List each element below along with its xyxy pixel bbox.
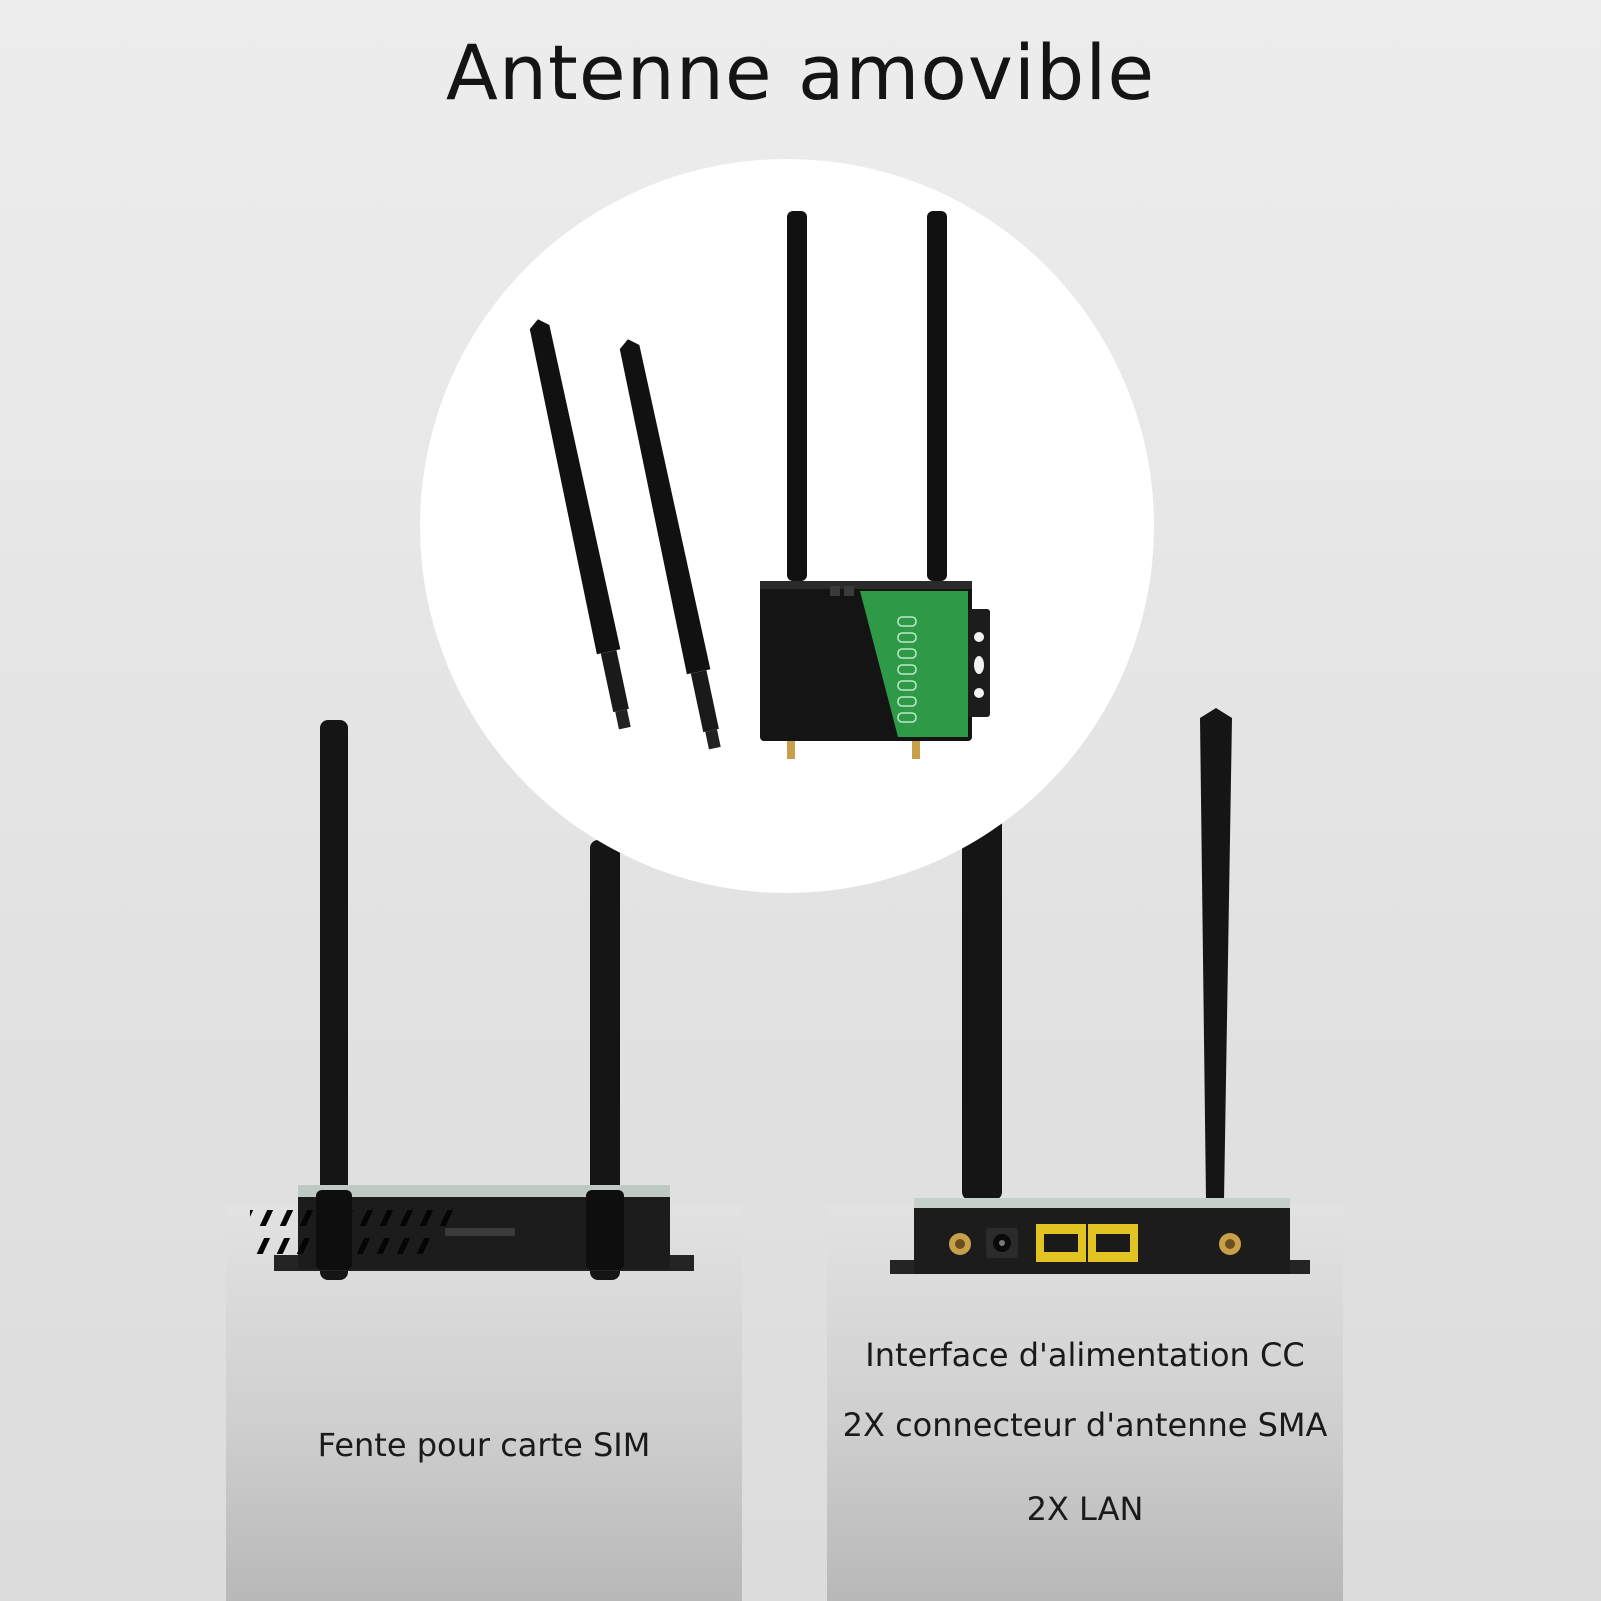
sim-slot [445,1228,515,1236]
router-rear-image [890,708,1310,1274]
status-panel [860,591,968,737]
label-dc-power: Interface d'alimentation CC [865,1336,1305,1374]
page-title: Antenne amovible [445,28,1156,117]
sma-connector-right [912,741,920,759]
detached-antenna-2 [619,339,721,750]
attached-antenna-left [787,211,807,581]
label-lan: 2X LAN [1026,1490,1144,1528]
attached-antenna-right [927,211,947,581]
antenna-right [1200,708,1232,1200]
status-leds [897,616,917,723]
antenna-right [590,840,620,1280]
detached-antenna-1 [529,319,631,730]
router-front-image [250,720,694,1280]
label-sim-slot: Fente pour carte SIM [317,1426,651,1464]
antenna-left [962,800,1002,1200]
label-sma-connectors: 2X connecteur d'antenne SMA [842,1406,1328,1444]
antenna-left [320,720,348,1280]
router-with-detached-antennas [529,211,990,759]
sma-connector-left [787,741,795,759]
